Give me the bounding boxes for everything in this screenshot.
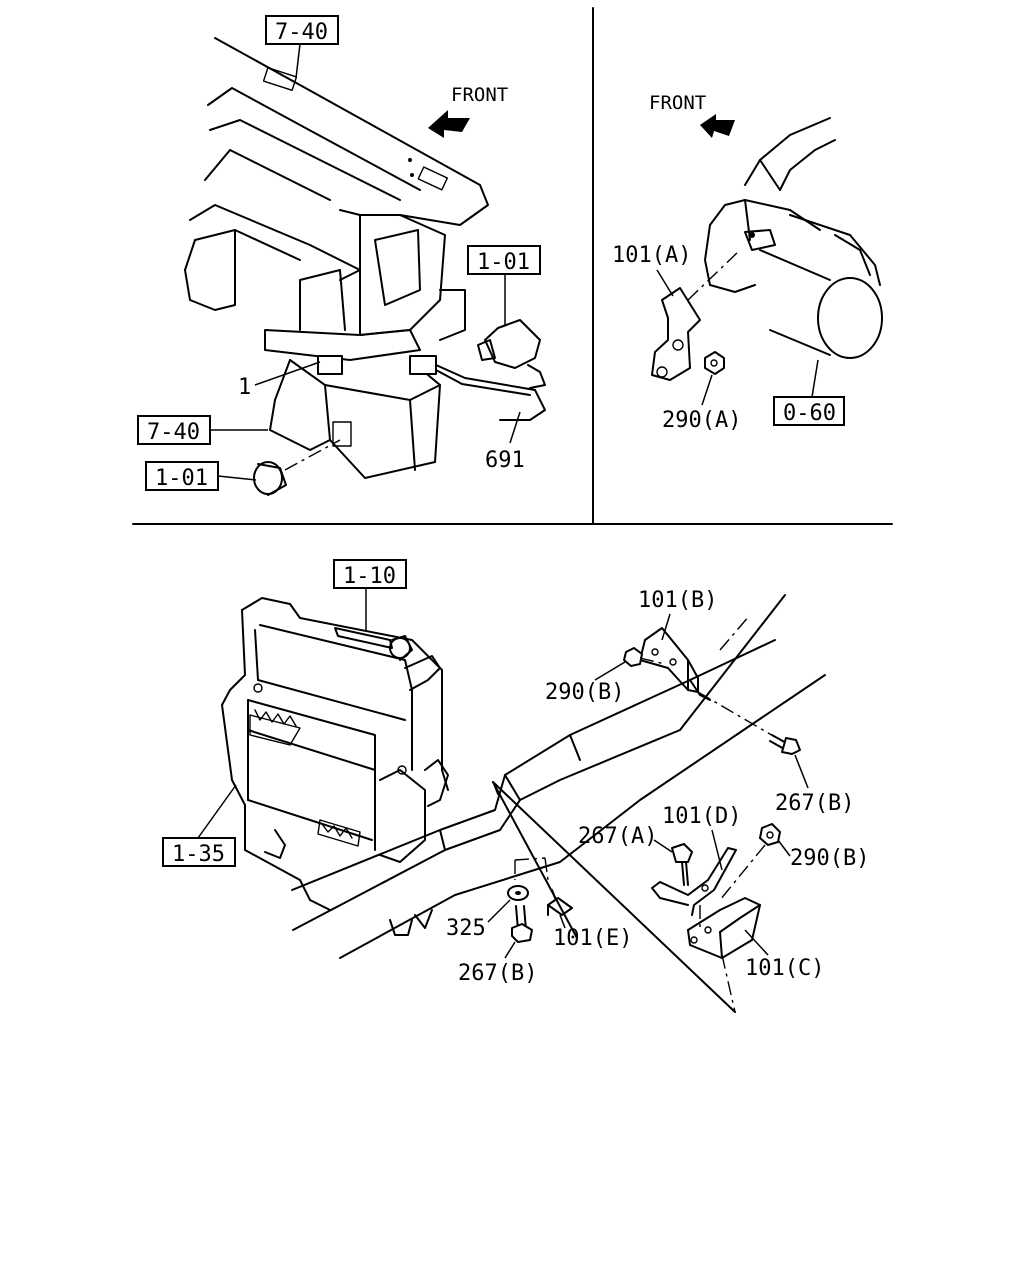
- ref-box-7-40-left: 7-40: [137, 415, 268, 445]
- bracket-101d: [651, 847, 737, 916]
- nut-290a: [704, 351, 725, 375]
- front-arrow-icon: [428, 110, 470, 138]
- svg-text:1-01: 1-01: [477, 250, 530, 275]
- bolt-267b-right: [769, 734, 801, 755]
- ref-box-1-10: 1-10: [333, 559, 407, 632]
- dashboard-illustration: [184, 37, 489, 361]
- svg-text:1-35: 1-35: [172, 842, 225, 867]
- svg-text:1-10: 1-10: [343, 564, 396, 589]
- callout-290b-right: 290(B): [790, 846, 869, 871]
- ref-box-0-60: 0-60: [773, 359, 845, 426]
- bolt-267b-bottom: [511, 905, 533, 943]
- callout-290b-top: 290(B): [545, 680, 624, 705]
- callout-290a: 290(A): [662, 408, 741, 433]
- callout-1: 1: [238, 375, 251, 400]
- bracket-101c: [687, 897, 761, 959]
- nut-290b-right: [759, 823, 781, 846]
- front-label-left: FRONT: [451, 84, 508, 106]
- bracket-101b: [639, 627, 699, 693]
- svg-text:0-60: 0-60: [783, 401, 836, 426]
- washer-325: [507, 885, 529, 901]
- front-label-right: FRONT: [649, 92, 706, 114]
- callout-267b-right: 267(B): [775, 791, 854, 816]
- bracket-101a: [651, 287, 701, 381]
- callout-101b: 101(B): [638, 588, 717, 613]
- front-arrow-right-icon: [700, 114, 735, 138]
- callout-101c: 101(C): [745, 956, 824, 981]
- radiator-illustration: [221, 597, 449, 936]
- callout-267a: 267(A): [578, 824, 657, 849]
- bolt-267a: [671, 843, 693, 886]
- starter-motor-illustration: [704, 117, 883, 359]
- nut-290b-top: [623, 647, 643, 667]
- callout-691: 691: [485, 448, 525, 473]
- ref-box-1-35: 1-35: [162, 784, 237, 867]
- ref-box-1-01-left: 1-01: [145, 461, 257, 491]
- callout-101e: 101(E): [553, 926, 632, 951]
- svg-text:7-40: 7-40: [275, 20, 328, 45]
- svg-text:1-01: 1-01: [155, 466, 208, 491]
- svg-text:7-40: 7-40: [147, 420, 200, 445]
- ref-box-7-40-top: 7-40: [265, 15, 339, 79]
- callout-101d: 101(D): [662, 804, 741, 829]
- callout-267b-bottom: 267(B): [458, 961, 537, 986]
- clip-101e: [547, 889, 573, 916]
- callout-101a: 101(A): [612, 243, 691, 268]
- callout-325: 325: [446, 916, 486, 941]
- chassis-frame-illustration: [291, 594, 826, 959]
- plug-cap: [253, 439, 341, 496]
- lower-panel-cover: [269, 359, 441, 479]
- connector-parts: [317, 319, 546, 421]
- ref-box-1-01-right: 1-01: [467, 245, 541, 325]
